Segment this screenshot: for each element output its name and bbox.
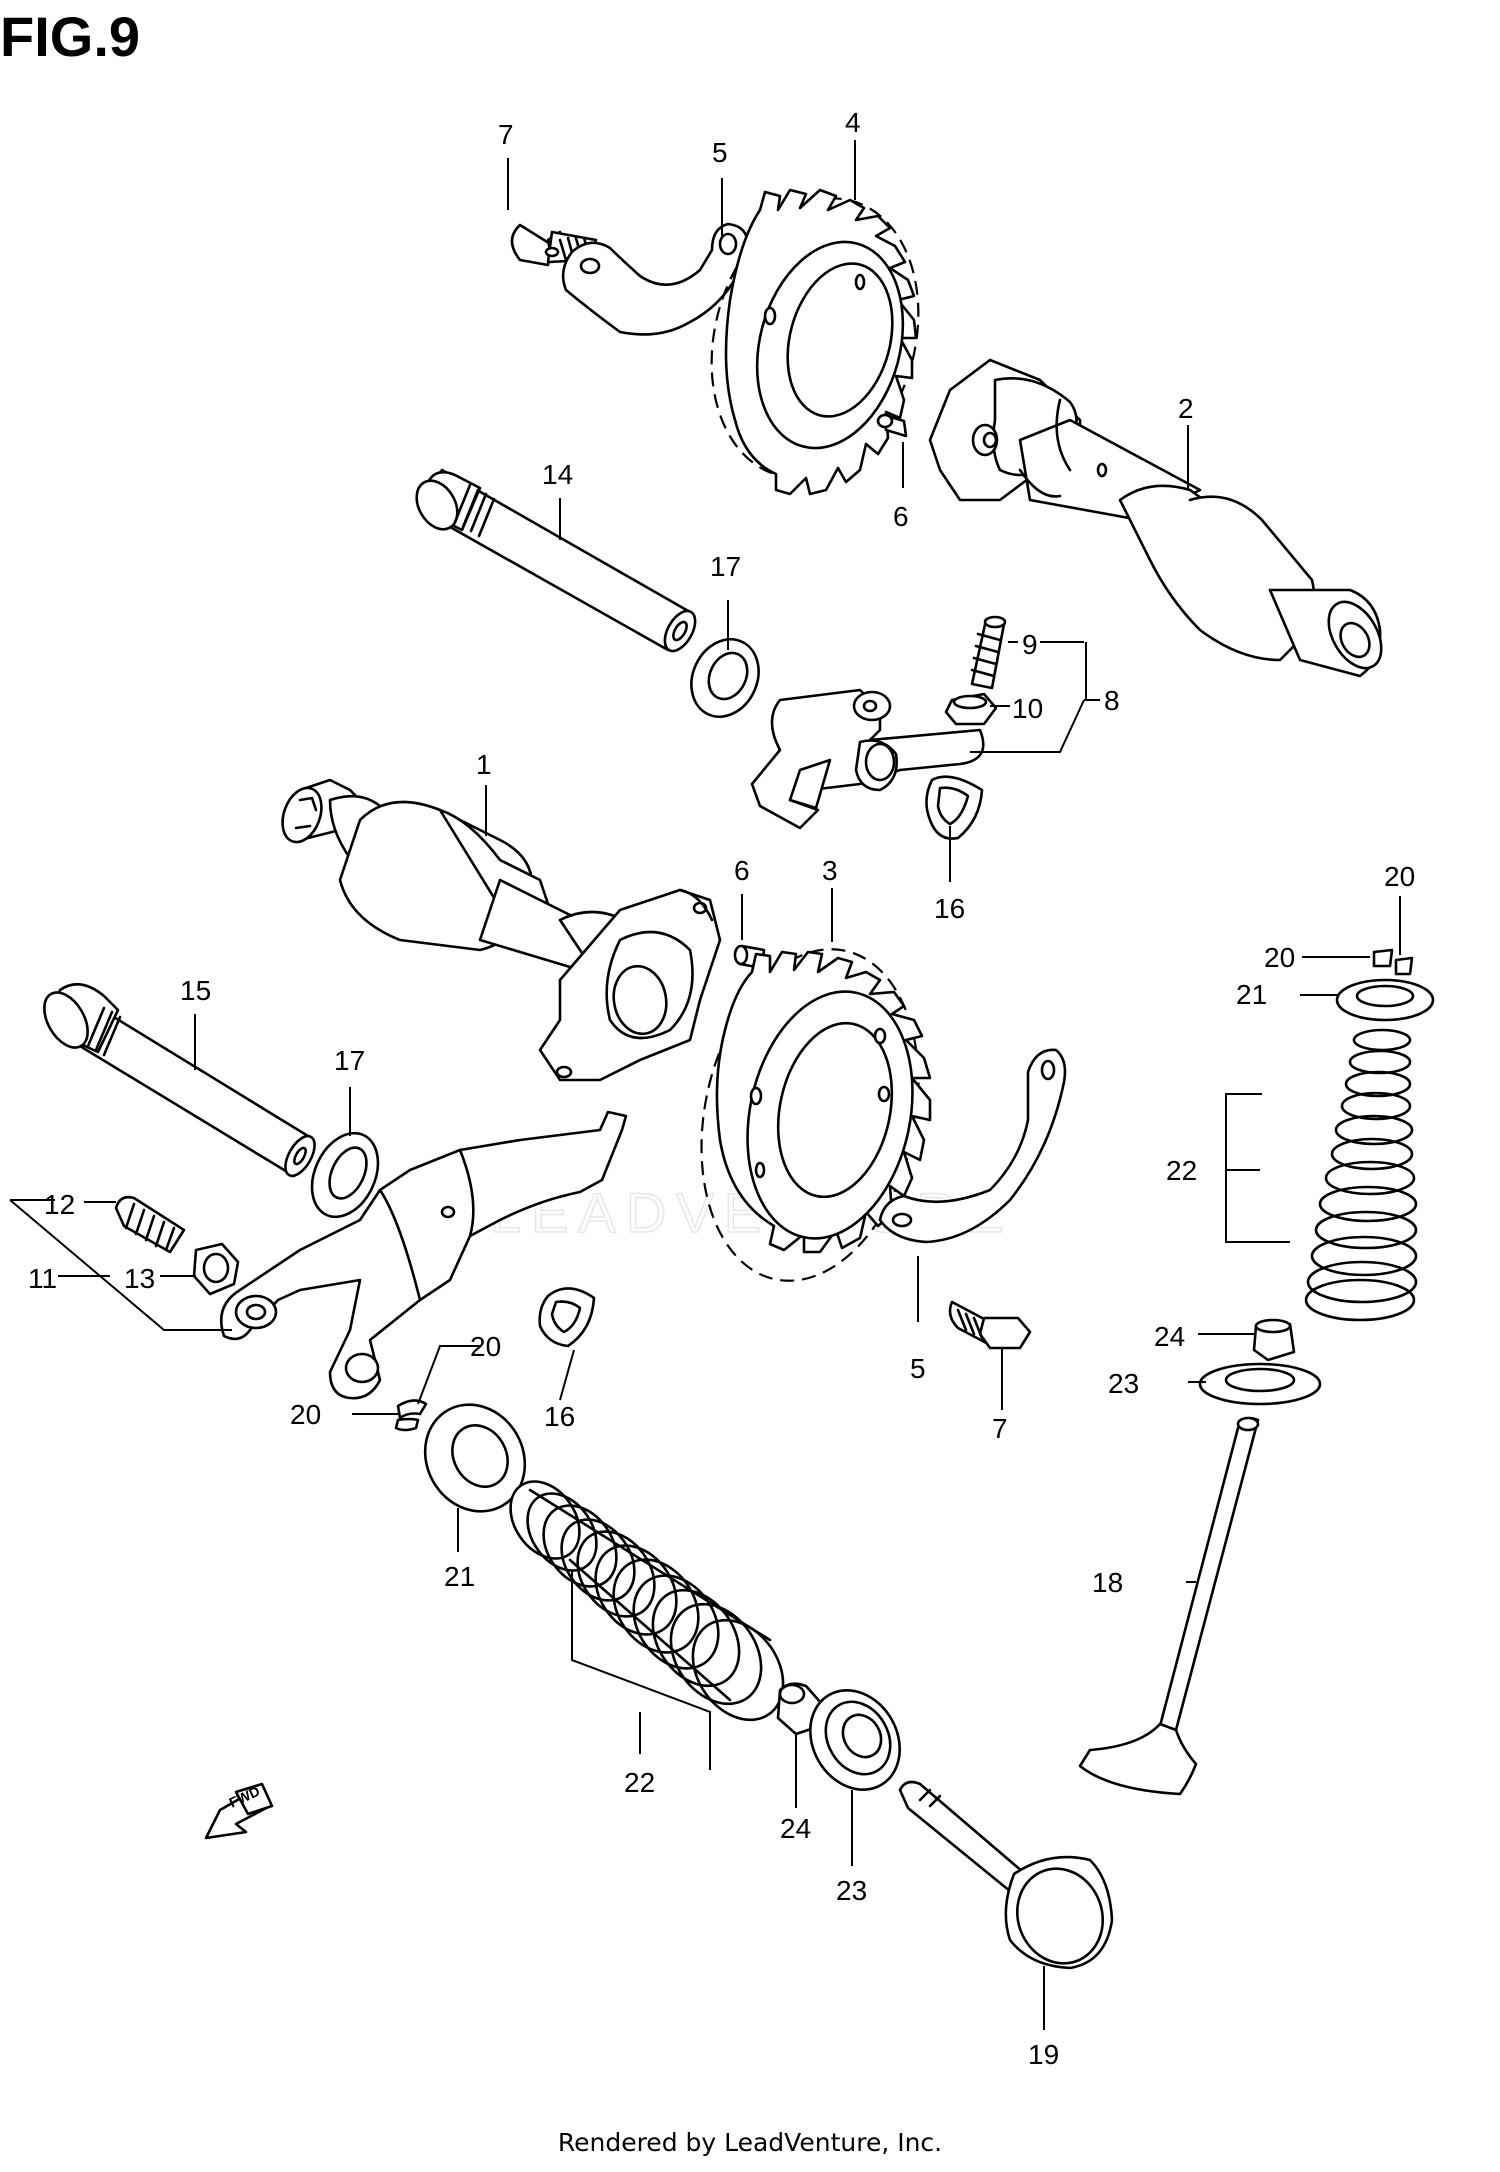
callout-5-upper: 5 bbox=[712, 137, 728, 168]
callout-labels: 7 5 4 2 6 14 17 9 10 8 16 1 6 3 20 20 21… bbox=[28, 107, 1415, 2070]
retainer-plate-upper bbox=[561, 222, 750, 336]
callout-5-lower: 5 bbox=[910, 1353, 926, 1384]
locknut-upper bbox=[944, 692, 998, 726]
bolt-lower bbox=[948, 1300, 1032, 1350]
adjuster-screw-upper bbox=[970, 615, 1007, 690]
callout-22-lower: 22 bbox=[624, 1767, 655, 1798]
callout-17-lower: 17 bbox=[334, 1045, 365, 1076]
spring-seat-lower bbox=[808, 1689, 902, 1791]
callout-7-lower: 7 bbox=[992, 1413, 1008, 1444]
washer-lower bbox=[310, 1131, 380, 1219]
callout-16-upper: 16 bbox=[934, 893, 965, 924]
spring-retainer-right bbox=[1335, 978, 1435, 1022]
callout-20-top: 20 bbox=[1384, 861, 1415, 892]
guide-plate-upper bbox=[925, 775, 984, 840]
valve-spring-lower bbox=[509, 1480, 785, 1722]
callout-1: 1 bbox=[476, 749, 492, 780]
retainer-plate-lower bbox=[878, 1048, 1067, 1244]
cam-sprocket-upper bbox=[710, 188, 920, 496]
callout-11: 11 bbox=[28, 1263, 57, 1294]
callout-6-upper: 6 bbox=[893, 501, 909, 532]
figure-title: FIG.9 bbox=[0, 5, 141, 68]
camshaft-lower bbox=[281, 778, 674, 1012]
callout-18: 18 bbox=[1092, 1567, 1123, 1598]
callout-6-lower: 6 bbox=[734, 855, 750, 886]
valve-cotters-lower bbox=[394, 1399, 428, 1432]
adjuster-screw-lower bbox=[114, 1195, 186, 1254]
rocker-shaft-upper bbox=[415, 468, 697, 653]
callout-17-upper: 17 bbox=[710, 551, 741, 582]
callout-2: 2 bbox=[1178, 393, 1194, 424]
camshaft-flange-lower bbox=[538, 888, 722, 1082]
callout-20-lower-b: 20 bbox=[290, 1399, 321, 1430]
callout-20-lower-a: 20 bbox=[470, 1331, 501, 1362]
cam-sprocket-lower bbox=[700, 948, 932, 1282]
valve-spring-right bbox=[1304, 1028, 1418, 1322]
callout-4: 4 bbox=[845, 107, 861, 138]
callout-3: 3 bbox=[822, 855, 838, 886]
callout-13: 13 bbox=[124, 1263, 155, 1294]
camshaft-upper bbox=[928, 358, 1383, 678]
callout-15: 15 bbox=[180, 975, 211, 1006]
callout-9: 9 bbox=[1022, 629, 1038, 660]
rocker-arm-upper bbox=[750, 688, 985, 830]
callout-10: 10 bbox=[1012, 693, 1043, 724]
forward-direction-arrow: FWD bbox=[204, 1782, 274, 1840]
spring-seat-right bbox=[1198, 1362, 1322, 1406]
callout-23-lower: 23 bbox=[836, 1875, 867, 1906]
stem-seal-right bbox=[1252, 1318, 1296, 1362]
callout-19: 19 bbox=[1028, 2039, 1059, 2070]
rocker-shaft-lower bbox=[43, 982, 316, 1178]
callout-22-right: 22 bbox=[1166, 1155, 1197, 1186]
callout-8: 8 bbox=[1104, 685, 1120, 716]
callout-21-lower: 21 bbox=[444, 1561, 475, 1592]
leader-lines bbox=[9, 140, 1401, 2030]
valve-right bbox=[1078, 1416, 1260, 1796]
render-credit-footer: Rendered by LeadVenture, Inc. bbox=[557, 2128, 943, 2157]
callout-12: 12 bbox=[44, 1189, 75, 1220]
callout-24-lower: 24 bbox=[780, 1813, 811, 1844]
callout-23-right: 23 bbox=[1108, 1368, 1139, 1399]
locknut-lower bbox=[192, 1242, 240, 1296]
guide-plate-lower bbox=[538, 1287, 596, 1348]
callout-14: 14 bbox=[542, 459, 573, 490]
callout-16-lower: 16 bbox=[544, 1401, 575, 1432]
callout-24-right: 24 bbox=[1154, 1321, 1185, 1352]
dowel-pin-upper bbox=[876, 413, 908, 438]
callout-20-right: 20 bbox=[1264, 942, 1295, 973]
valve-lower bbox=[898, 1780, 1114, 1970]
callout-21-right: 21 bbox=[1236, 979, 1267, 1010]
rocker-arm-lower bbox=[219, 1110, 628, 1400]
spring-retainer-lower bbox=[423, 1403, 527, 1513]
valve-cotters-right bbox=[1372, 948, 1414, 976]
washer-upper bbox=[690, 638, 760, 718]
callout-7-upper: 7 bbox=[498, 119, 514, 150]
